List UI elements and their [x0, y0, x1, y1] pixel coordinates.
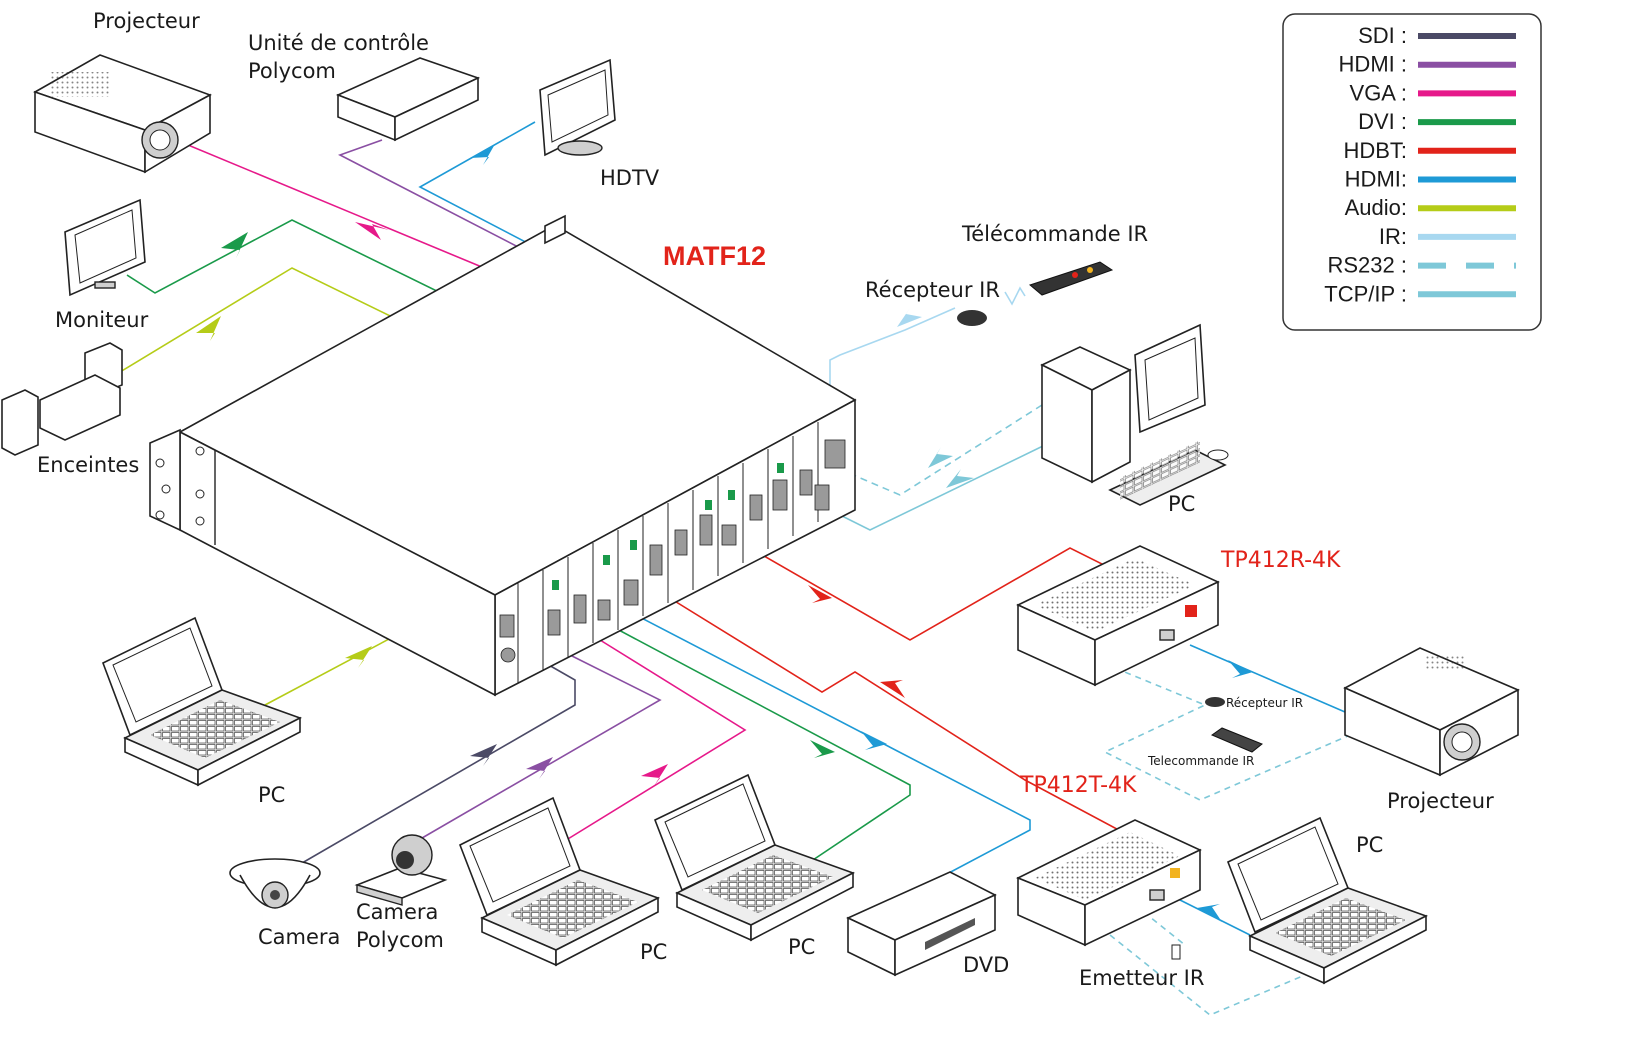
- hdmi-cable-projector-right: [1189, 644, 1346, 713]
- hdmi-cable-dvd: [629, 611, 1031, 876]
- hdbt-arrow-receiver: [808, 585, 832, 603]
- legend-label: IR:: [1379, 224, 1407, 249]
- hdtv-device: [539, 58, 616, 157]
- label-telecommande-ir-small: Telecommande IR: [1147, 754, 1254, 768]
- label-tp412r: TP412R-4K: [1220, 548, 1341, 573]
- label-enceintes: Enceintes: [37, 453, 139, 477]
- ir-zigzag: [1004, 286, 1026, 306]
- camera-polycom-device: [354, 834, 448, 906]
- legend-label: SDI :: [1358, 23, 1407, 48]
- legend-label: HDBT:: [1343, 138, 1407, 163]
- hdmi-arrow-camera-polycom: [526, 757, 553, 779]
- legend-items: SDI : HDMI : VGA : DVI : HDBT: HDMI: Audio: IR:…: [1324, 23, 1516, 306]
- vga-arrow-top: [355, 222, 389, 240]
- label-camera: Camera: [258, 925, 340, 949]
- laptop-pc-bottom-1: [458, 796, 661, 967]
- ir-dashed-loop-receiver: [1103, 667, 1351, 801]
- label-moniteur: Moniteur: [55, 308, 149, 332]
- rack-ear-right: [544, 214, 566, 245]
- legend-label: DVI :: [1358, 109, 1407, 134]
- dvi-arrow-pc-bottom: [810, 740, 835, 758]
- projector-right-device: [1343, 647, 1520, 777]
- legend-box: [1282, 13, 1542, 331]
- legend-label: VGA :: [1350, 80, 1407, 105]
- dvd-device: [846, 871, 997, 977]
- audio-arrow-pc-left: [345, 646, 372, 668]
- rack-connectors: [499, 439, 846, 663]
- audio-arrow-speakers: [196, 316, 221, 341]
- label-recepteur-ir: Récepteur IR: [865, 278, 1000, 302]
- projector-top-device: [33, 54, 212, 174]
- ir-receiver-small-device: [1205, 697, 1225, 707]
- laptop-pc-bottom-right: [1226, 816, 1429, 985]
- legend-label: HDMI :: [1339, 52, 1407, 77]
- label-projecteur-top: Projecteur: [93, 9, 200, 33]
- label-polycom-unit-1: Unité de contrôle: [248, 31, 429, 55]
- legend: SDI : HDMI : VGA : DVI : HDBT: HDMI: Audio: IR:…: [1282, 13, 1542, 331]
- matf12-rack: [149, 214, 857, 697]
- ir-receiver-device: [957, 310, 987, 326]
- tp412t-device: [1016, 819, 1202, 947]
- sdi-cable-camera: [289, 659, 576, 871]
- hdbt-arrow-transmitter: [880, 680, 905, 698]
- vga-arrow-pc-bottom: [641, 764, 668, 786]
- hdmi-arrow-pc-bottom-right: [1197, 904, 1222, 922]
- rs232-cable-pc: [829, 404, 1043, 496]
- dvi-cable-pc-bottom: [614, 627, 911, 873]
- tcpip-arrow-pc: [946, 469, 974, 488]
- hdmi-arrow-dvd: [861, 731, 887, 750]
- label-dvd: DVD: [963, 953, 1009, 977]
- legend-label: TCP/IP :: [1324, 281, 1407, 306]
- ir-remote-small-device: [1210, 727, 1263, 753]
- vga-cable-pc-bottom: [549, 639, 747, 851]
- sdi-arrow-camera: [470, 744, 497, 766]
- ir-emitter-device: [1171, 944, 1181, 960]
- rack-green-terminals: [552, 463, 784, 590]
- rack-card-slots: [517, 422, 819, 683]
- laptop-pc-left: [101, 616, 303, 787]
- laptop-pc-bottom-2: [653, 773, 856, 942]
- diagram-title: MATF12: [663, 241, 766, 271]
- ir-arrow-receiver: [897, 308, 922, 327]
- label-tp412t: TP412T-4K: [1019, 773, 1137, 798]
- monitor-device: [64, 198, 146, 297]
- rs232-arrow-pc: [928, 447, 953, 468]
- tp412r-device: [1016, 545, 1220, 687]
- rack-ear-left: [149, 428, 181, 532]
- hdmi-arrow-projector-right: [1228, 660, 1253, 678]
- label-recepteur-ir-small: Récepteur IR: [1226, 696, 1303, 710]
- label-telecommande-ir: Télécommande IR: [961, 222, 1148, 246]
- legend-label: RS232 :: [1328, 253, 1408, 278]
- dvi-arrow-monitor: [221, 232, 248, 258]
- label-pc-bottom-right: PC: [1356, 833, 1383, 857]
- label-camera-polycom-1: Camera: [356, 900, 438, 924]
- label-camera-polycom-2: Polycom: [356, 928, 444, 952]
- legend-label: HDMI:: [1345, 167, 1407, 192]
- label-pc-right: PC: [1168, 492, 1195, 516]
- polycom-unit-device: [335, 57, 481, 142]
- speakers-device: [1, 342, 123, 456]
- camera-device: [229, 858, 321, 909]
- label-emetteur-ir: Emetteur IR: [1079, 966, 1204, 990]
- label-pc-left: PC: [258, 783, 285, 807]
- hdmi-arrow-hdtv: [470, 144, 495, 165]
- legend-label: Audio:: [1345, 195, 1407, 220]
- label-polycom-unit-2: Polycom: [248, 59, 336, 83]
- hdmi-cable-camera-polycom: [409, 649, 662, 846]
- pc-tower-device: [1040, 323, 1229, 506]
- label-projecteur-right: Projecteur: [1387, 789, 1494, 813]
- label-pc-bottom-2: PC: [788, 935, 815, 959]
- ir-remote-device: [1028, 261, 1114, 296]
- label-pc-bottom-1: PC: [640, 940, 667, 964]
- label-hdtv: HDTV: [600, 166, 660, 190]
